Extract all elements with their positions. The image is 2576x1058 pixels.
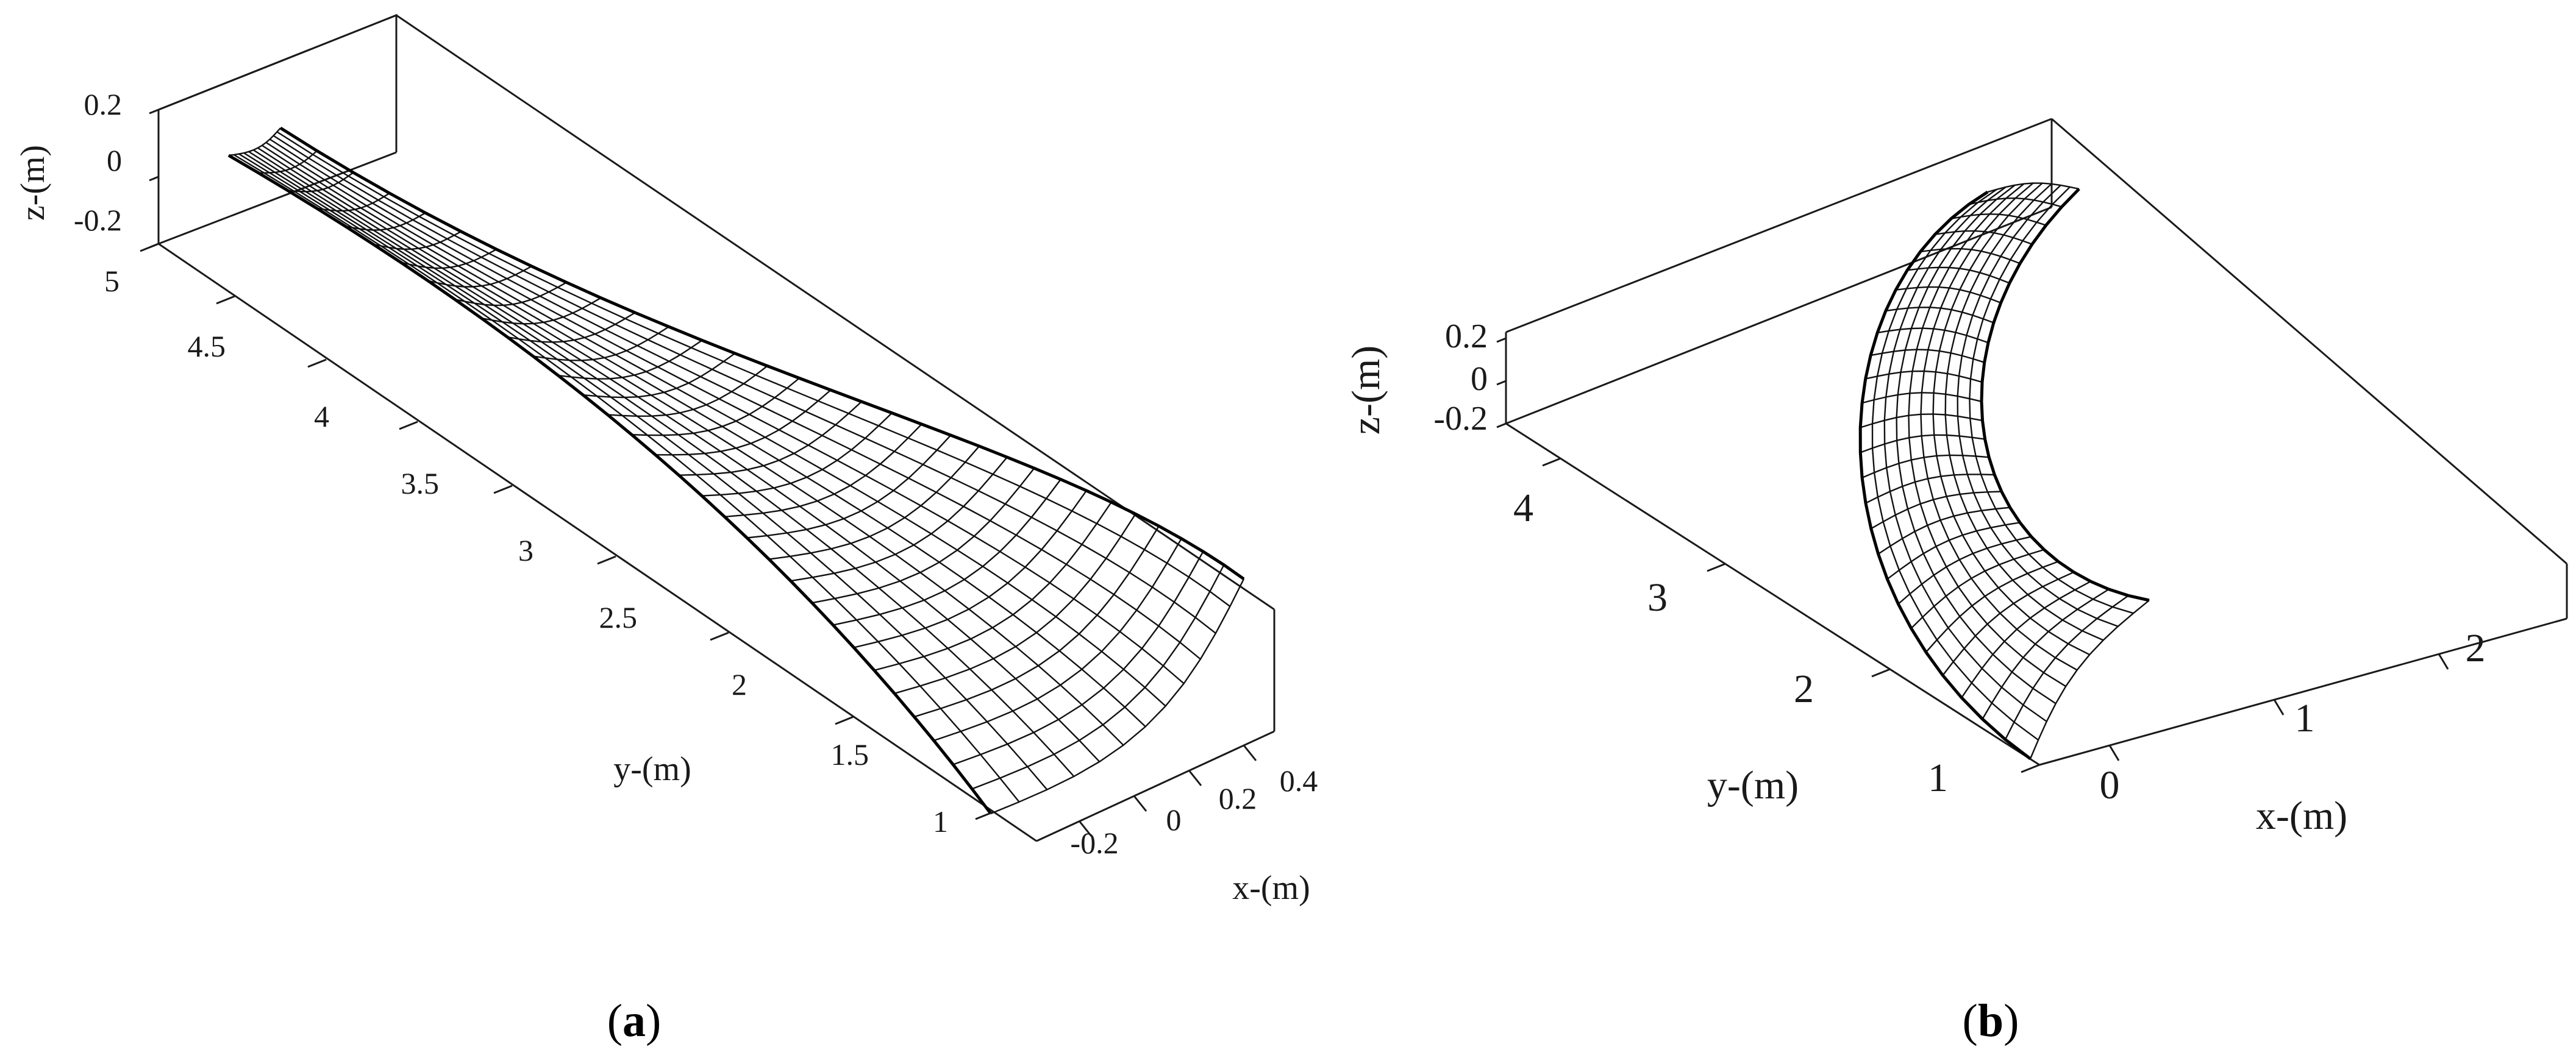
panel-a-y-tick-label: 3.5	[401, 466, 440, 500]
panel-b-x-tick-label: 1	[2295, 696, 2315, 740]
panel-b-y-axis-label: y-(m)	[1707, 763, 1799, 808]
mesh-span-line	[273, 135, 1216, 634]
panel-b-axes-box	[1505, 118, 2568, 766]
panel-a-caption: (a)	[607, 995, 662, 1046]
mesh-span-line	[248, 151, 1101, 762]
panel-a-z-tick-label: 0.2	[84, 87, 123, 121]
mesh-span-line	[1980, 188, 2150, 602]
mesh-section-line	[1897, 536, 2032, 605]
mesh-span-line	[1932, 182, 2090, 656]
mesh-section-line	[679, 401, 862, 476]
panel-b-z-ticks: 0.2 0 -0.2	[1433, 318, 1507, 438]
mesh-span-line	[233, 154, 1020, 803]
mesh-span-line	[1957, 185, 2119, 627]
mesh-span-line	[1944, 183, 2104, 641]
panel-a-y-tick-label: 3	[518, 533, 533, 567]
mesh-span-line	[1871, 188, 2039, 741]
mesh-span-line	[269, 138, 1201, 660]
panel-a-y-ticks: 5 4.5 4 3.5 3 2.5 2 1.5 1	[104, 243, 994, 839]
panel-b-blade-mesh	[1858, 182, 2150, 760]
mesh-span-line	[243, 152, 1075, 777]
panel-b-z-axis-label: z-(m)	[1344, 346, 1388, 435]
panel-b-z-tick-label: 0.2	[1445, 318, 1488, 355]
mesh-section-line	[894, 513, 1136, 694]
panel-a-x-ticks: -0.2 0 0.2 0.4	[1070, 745, 1318, 860]
panel-b-x-tick-label: 2	[2466, 626, 2486, 670]
mesh-section-line	[971, 564, 1225, 790]
panel-a-y-tick-label: 2.5	[599, 600, 638, 634]
panel-a-z-axis-label: z-(m)	[14, 145, 52, 221]
panel-a-z-tick-label: 0	[107, 143, 122, 177]
mesh-span-line	[227, 154, 992, 815]
panel-b-caption: (b)	[1963, 995, 2019, 1046]
mesh-section-line	[990, 578, 1245, 815]
mesh-section-line	[854, 490, 1087, 648]
mesh-span-line	[257, 147, 1146, 728]
panel-a-y-tick-label: 4.5	[188, 329, 226, 363]
mesh-span-line	[279, 126, 1245, 581]
panel-a: 0.2 0 -0.2 z-(m) 5 4.5 4 3.5 3 2.5 2 1.5…	[14, 13, 1318, 1046]
panel-a-y-tick-label: 1	[933, 804, 948, 839]
mesh-section-line	[874, 502, 1112, 672]
panel-b-z-tick-label: -0.2	[1433, 400, 1488, 438]
mesh-span-line	[1896, 184, 2057, 705]
panel-a-blade-mesh	[227, 126, 1245, 815]
panel-a-y-axis-label: y-(m)	[613, 750, 691, 788]
panel-a-x-axis-label: x-(m)	[1232, 869, 1310, 907]
mesh-section-line	[655, 389, 832, 456]
mesh-span-line	[1908, 183, 2066, 687]
mesh-span-line	[262, 144, 1166, 707]
panel-a-y-tick-label: 2	[732, 667, 747, 701]
panel-a-z-tick-label: -0.2	[74, 203, 122, 237]
mesh-section-line	[790, 456, 1008, 582]
panel-a-x-tick-label: -0.2	[1070, 826, 1118, 860]
panel-a-y-tick-label: 4	[314, 399, 329, 433]
panel-a-z-ticks: 0.2 0 -0.2	[74, 87, 159, 249]
panel-b-y-tick-label: 2	[1794, 667, 1814, 711]
panel-b-x-tick-label: 0	[2100, 763, 2120, 808]
panel-b: 0.2 0 -0.2 z-(m) 4 3 2 1 y-(m) 0 1 2 x-(…	[1344, 118, 2568, 1046]
panel-a-y-tick-label: 1.5	[831, 737, 869, 772]
panel-b-y-tick-label: 4	[1513, 486, 1533, 530]
mesh-section-line	[952, 551, 1204, 765]
panel-b-y-tick-label: 1	[1928, 756, 1948, 800]
panel-b-y-ticks: 4 3 2 1	[1513, 457, 2040, 800]
panel-a-y-tick-label: 5	[104, 264, 120, 298]
mesh-span-line	[265, 141, 1185, 684]
mesh-span-line	[1969, 186, 2134, 614]
mesh-span-line	[238, 153, 1048, 790]
mesh-span-line	[276, 131, 1231, 607]
mesh-span-line	[252, 149, 1124, 746]
panel-b-x-ticks: 0 1 2	[2100, 626, 2486, 808]
panel-a-x-tick-label: 0.2	[1219, 781, 1257, 815]
panel-a-x-tick-label: 0.4	[1280, 764, 1318, 798]
panel-a-x-tick-label: 0	[1166, 803, 1182, 837]
mesh-span-line	[1858, 190, 2032, 760]
panel-b-y-tick-label: 3	[1647, 575, 1668, 620]
panel-b-z-tick-label: 0	[1471, 360, 1488, 398]
panel-b-x-axis-label: x-(m)	[2256, 794, 2347, 838]
mesh-span-line	[1883, 186, 2047, 722]
mesh-section-line	[1925, 561, 2059, 653]
mesh-span-line	[1920, 182, 2078, 671]
mesh-section-line	[769, 446, 980, 560]
